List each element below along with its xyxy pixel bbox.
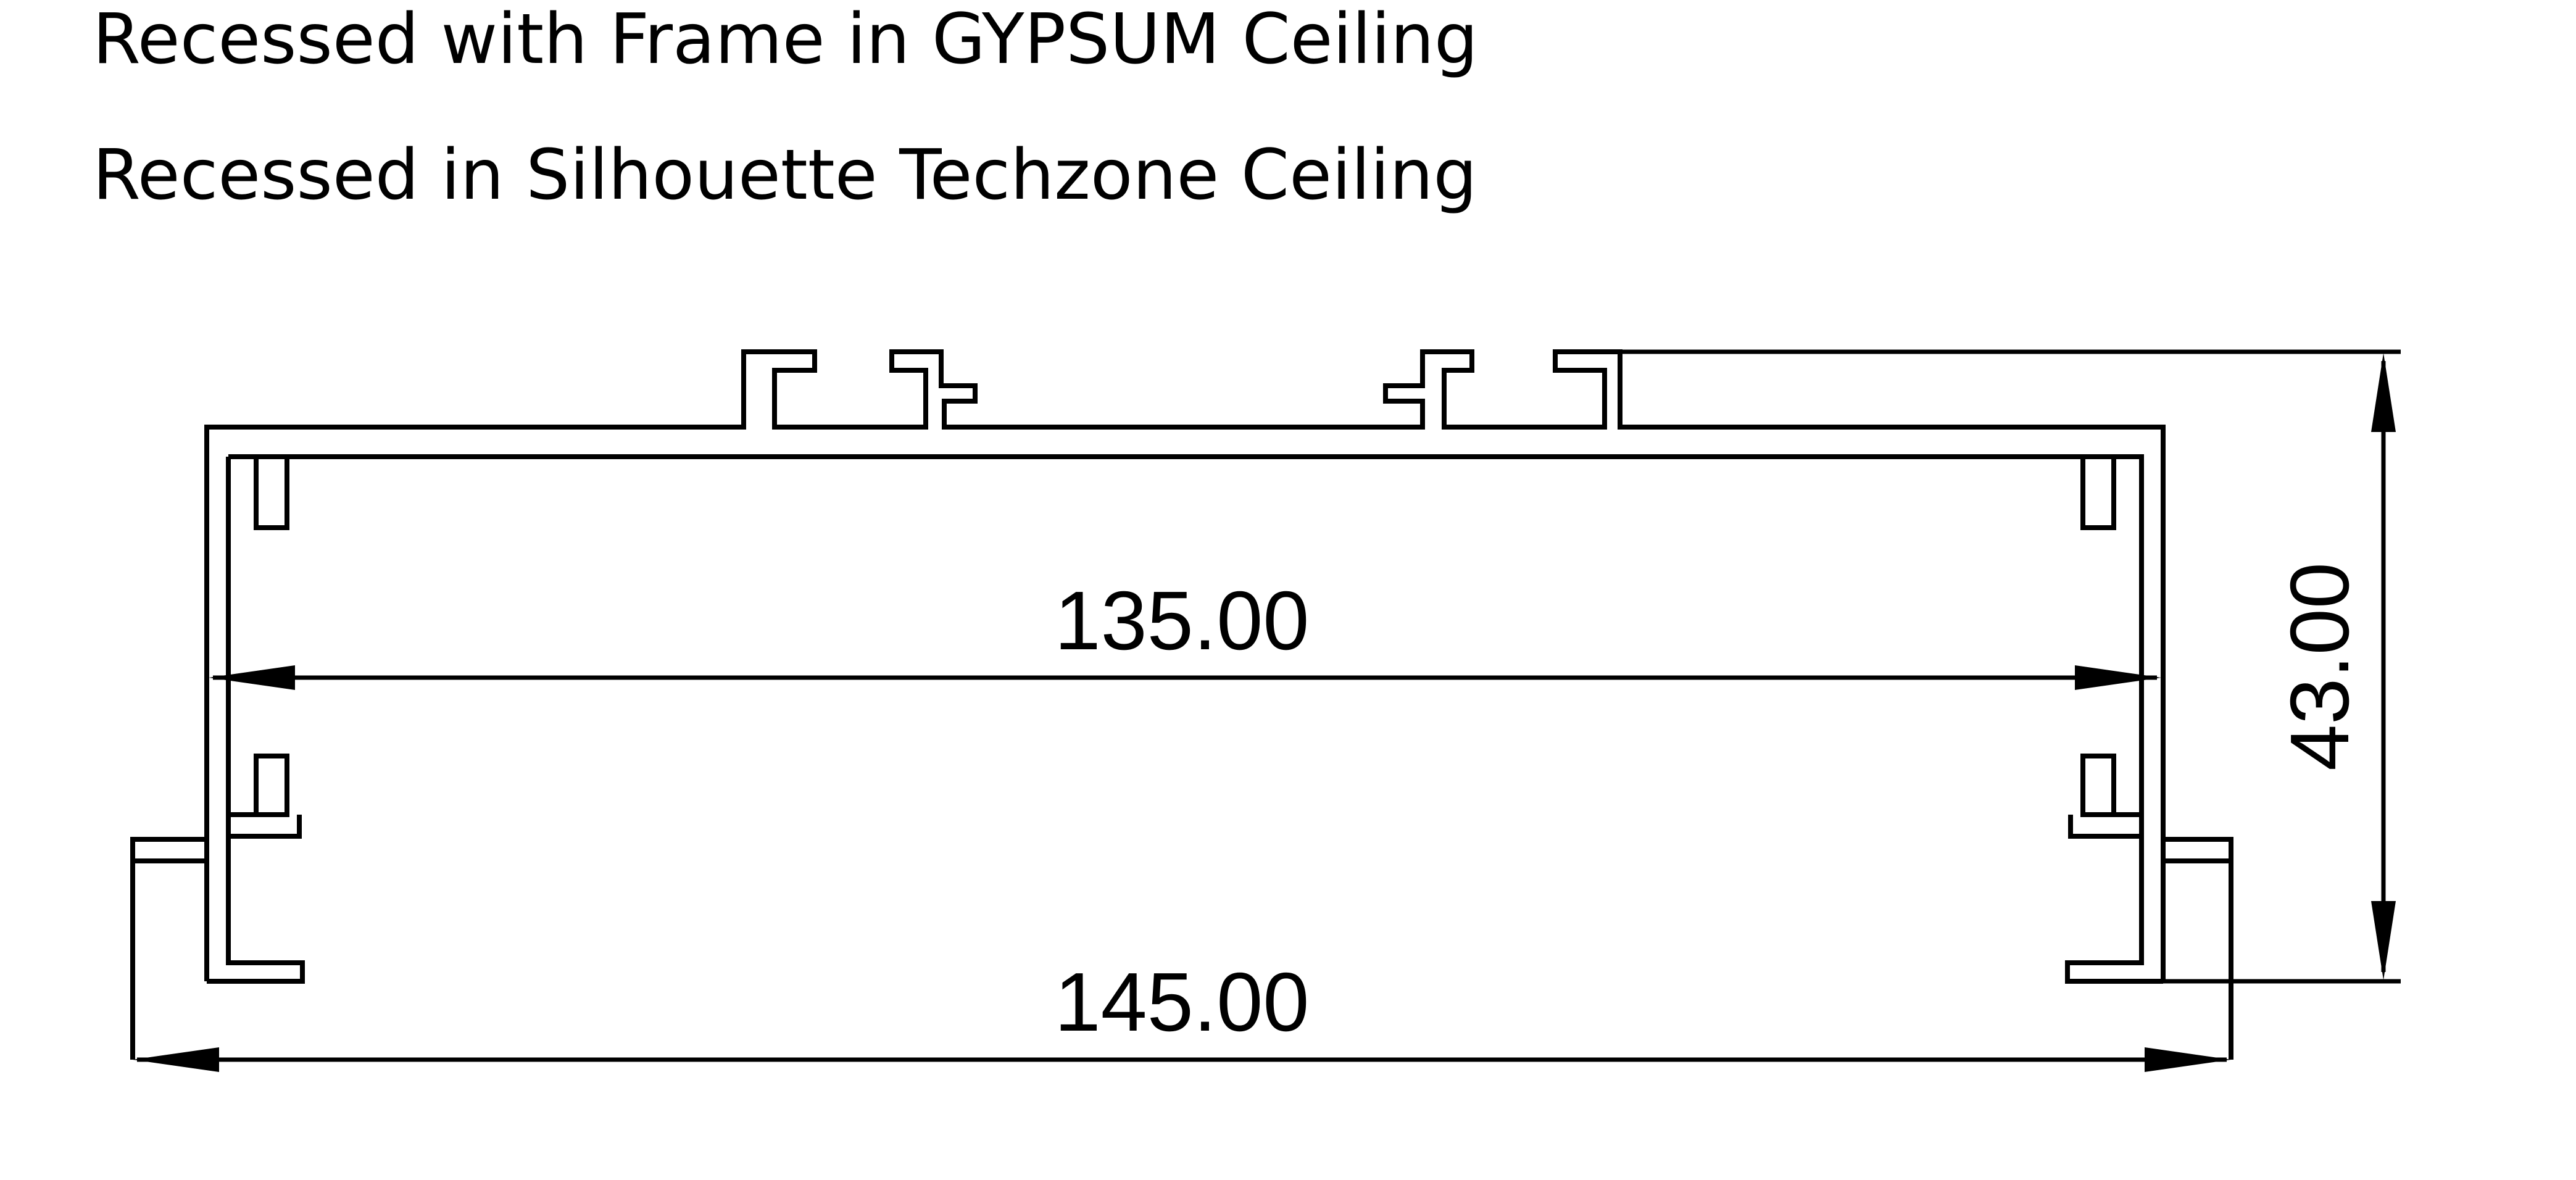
- inner-width-arrow-right: [2075, 665, 2161, 690]
- outer-width-dimension-label: 145.00: [1055, 955, 1310, 1049]
- right-upper-clip: [2080, 457, 2116, 530]
- right-lower-clip: [2068, 754, 2142, 839]
- caption-silhouette: Recessed in Silhouette Techzone Ceiling: [93, 135, 1477, 215]
- housing-inner-contour: [207, 454, 2163, 984]
- height-arrow-bottom: [2371, 901, 2396, 980]
- height-arrow-top: [2371, 353, 2396, 432]
- left-upper-clip: [228, 454, 289, 530]
- caption-gypsum: Recessed with Frame in GYPSUM Ceiling: [93, 0, 1478, 80]
- outer-width-arrow-left: [133, 1047, 219, 1072]
- inner-width-dimension-label: 135.00: [1055, 574, 1310, 667]
- outer-width-arrow-right: [2145, 1047, 2231, 1072]
- inner-width-arrow-left: [209, 665, 295, 690]
- height-dimension-label: 43.00: [2273, 562, 2366, 771]
- left-frame-flange: [130, 839, 207, 863]
- left-lower-clip: [228, 754, 302, 839]
- right-frame-flange: [2163, 839, 2233, 863]
